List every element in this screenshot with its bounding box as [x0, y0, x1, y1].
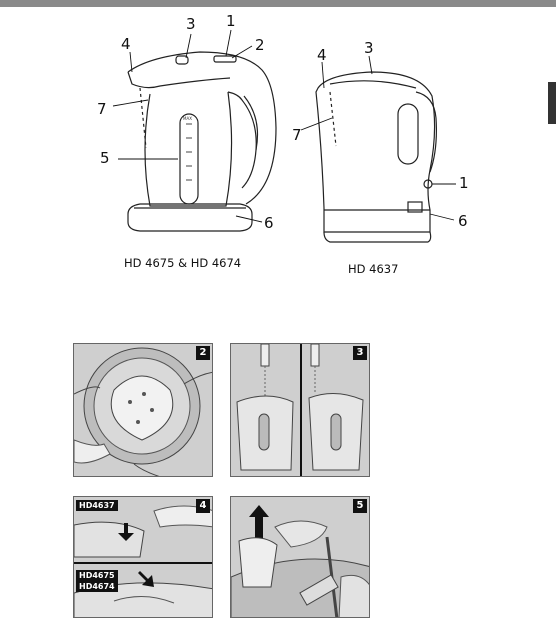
right-model-caption: HD 4637	[348, 262, 398, 276]
left-callout-2: 2	[255, 36, 265, 54]
step-4-illustration	[74, 505, 212, 617]
step-5-illustration	[231, 505, 369, 617]
right-callout-3: 3	[364, 39, 374, 57]
left-callout-4: 4	[121, 35, 131, 53]
right-callout-6: 6	[458, 212, 468, 230]
section-tab	[548, 82, 556, 124]
header-bar	[0, 0, 556, 7]
left-callout-lines	[112, 29, 263, 223]
step-4-tag-hd4675: HD4675	[76, 570, 118, 581]
step-2-badge: 2	[196, 346, 210, 360]
left-model-caption: HD 4675 & HD 4674	[124, 256, 241, 270]
step-4-tag-hd4674: HD4674	[76, 581, 118, 592]
left-callout-1: 1	[226, 12, 236, 30]
step-4-panel: 4 HD4637 HD4675 HD4674	[73, 496, 213, 618]
right-callout-4: 4	[317, 46, 327, 64]
right-callout-lines	[300, 55, 456, 221]
left-callout-6: 6	[264, 214, 274, 232]
left-callout-3: 3	[186, 15, 196, 33]
step-3-panel: 3	[230, 343, 370, 477]
step-5-badge: 5	[353, 499, 367, 513]
right-callout-1: 1	[459, 174, 469, 192]
step-5-panel: 5	[230, 496, 370, 618]
left-callout-7: 7	[97, 100, 107, 118]
left-callout-5: 5	[100, 149, 110, 167]
left-window-ticks	[186, 123, 192, 181]
kettle-right	[315, 71, 437, 243]
right-callout-7: 7	[292, 126, 302, 144]
step-4-badge: 4	[196, 499, 210, 513]
step-3-illustration	[236, 344, 364, 476]
step-3-badge: 3	[353, 346, 367, 360]
kettle-left	[127, 51, 277, 232]
step-4-tag-hd4637: HD4637	[76, 500, 118, 511]
step-2-panel: 2	[73, 343, 213, 477]
kettle-diagram: MAX 1 2 3 4 5 6 7 HD 4675 & HD 4674 1 3 …	[97, 12, 469, 276]
step-2-illustration	[74, 347, 212, 476]
max-label-left: MAX	[183, 116, 192, 121]
